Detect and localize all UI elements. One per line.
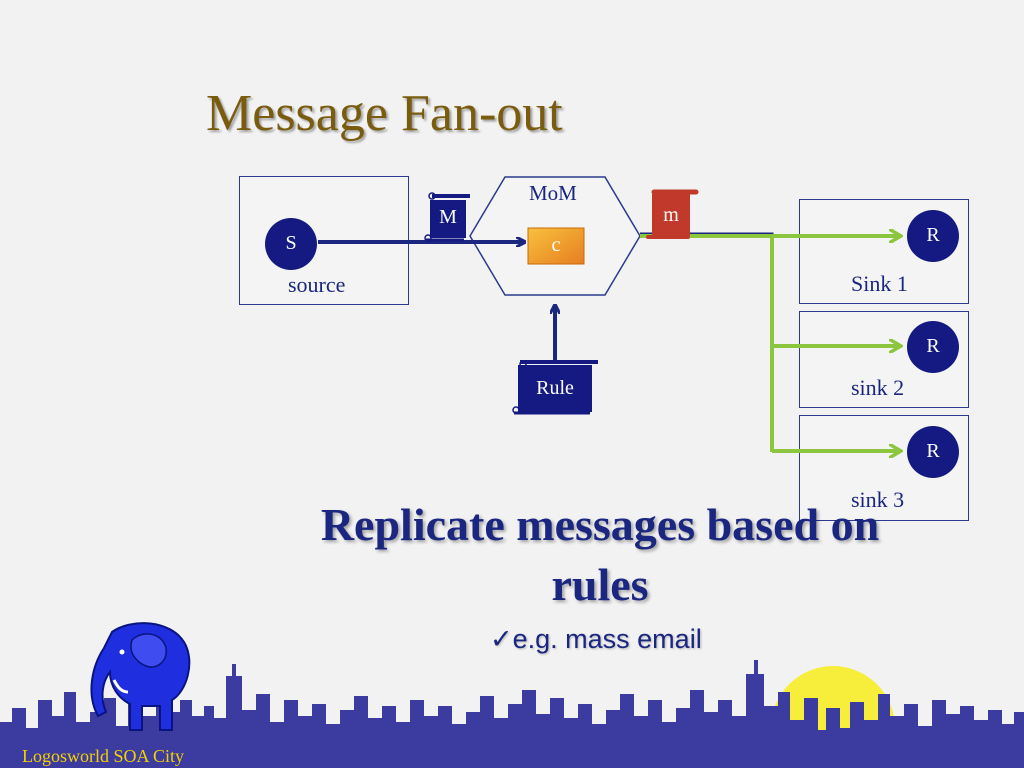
mom-label: MoM (529, 181, 577, 205)
message-in-label: M (439, 206, 457, 228)
sink-label-3: sink 3 (851, 487, 905, 512)
source-node (265, 218, 317, 270)
scroll-icon-rule (512, 360, 598, 415)
sink-node-3 (907, 426, 959, 478)
bullet-item: ✓e.g. mass email (490, 624, 702, 655)
heading-line-1: Replicate messages based on (320, 499, 880, 550)
elephant-logo (90, 622, 191, 731)
source-label: source (288, 272, 346, 297)
sink-node-3-label: R (926, 440, 940, 462)
sink-node-2-label: R (926, 335, 940, 357)
sink-label-2: sink 2 (851, 375, 905, 400)
fanout-trunk-shadow (640, 232, 774, 452)
sink-label-1: Sink 1 (851, 271, 908, 296)
message-out-label: m (663, 204, 679, 226)
channel-c-shape (527, 227, 585, 265)
main-heading: Replicate messages based on rules (250, 495, 950, 615)
check-icon: ✓ (490, 624, 513, 654)
sink-node-1-label: R (926, 224, 940, 246)
page-title: Message Fan-out (206, 85, 563, 142)
source-node-label: S (285, 232, 297, 254)
rule-label: Rule (536, 377, 574, 399)
sink-node-1 (907, 210, 959, 262)
bullet-text: e.g. mass email (512, 624, 702, 654)
heading-line-2: rules (551, 559, 649, 610)
scroll-icon-message-out (646, 189, 699, 239)
city-skyline (0, 660, 1024, 768)
scroll-icon-message-in (424, 192, 470, 242)
sink-node-2 (907, 321, 959, 373)
channel-c-label: c (551, 234, 561, 256)
footer-label: Logosworld SOA City (22, 746, 185, 766)
